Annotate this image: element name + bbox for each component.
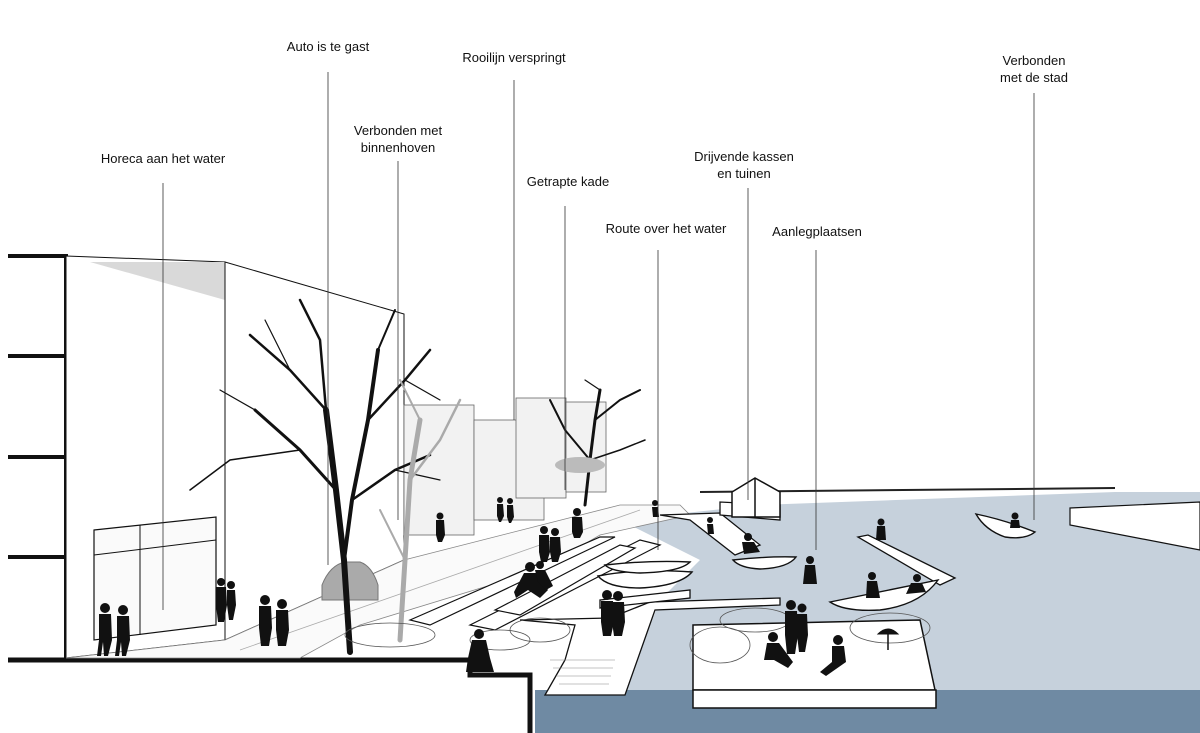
person: [507, 498, 514, 523]
tree-mid: [379, 379, 462, 643]
people: [97, 497, 1020, 676]
person: [550, 528, 561, 562]
label-binnenhoven-line2: binnenhoven: [360, 140, 436, 155]
person: [259, 595, 272, 646]
tree-right: [549, 379, 646, 507]
building-left: [8, 254, 405, 659]
greenhouse: [731, 477, 781, 518]
person: [764, 632, 793, 668]
label-aanleg: Aanlegplaatsen: [772, 224, 862, 239]
ground-section: [8, 657, 533, 733]
label-binnenhoven-line1: Verbonden met: [353, 123, 443, 138]
person: [652, 500, 659, 517]
stepped-quay: [408, 536, 662, 631]
person: [572, 508, 583, 538]
person: [115, 605, 130, 656]
label-kassen-line1: Drijvende kassen: [694, 149, 794, 164]
person: [785, 600, 798, 654]
label-binnenhoven: Verbonden met binnenhoven: [354, 122, 442, 156]
label-stad-line1: Verbonden: [1002, 53, 1066, 68]
person: [466, 629, 494, 672]
tree-large: [189, 298, 441, 655]
car: [321, 561, 379, 601]
person: [539, 526, 550, 562]
label-horeca: Horeca aan het water: [100, 151, 226, 166]
label-stad: Verbonden met de stad: [1000, 52, 1068, 86]
label-getrapte-kade: Getrapte kade: [526, 174, 610, 189]
person: [876, 518, 886, 540]
person: [601, 590, 614, 636]
umbrella: [876, 628, 900, 650]
person: [707, 517, 714, 534]
person: [276, 599, 289, 646]
right-quay: [1069, 501, 1200, 551]
person: [803, 556, 817, 584]
floating-garden: [692, 619, 937, 709]
person: [866, 572, 880, 598]
person: [797, 603, 808, 652]
person: [612, 591, 625, 636]
person: [436, 512, 445, 542]
label-stad-line2: met de stad: [1000, 70, 1068, 85]
shrubs: [344, 457, 931, 664]
label-rooilijn: Rooilijn verspringt: [462, 50, 566, 65]
person: [820, 635, 846, 676]
label-route-water: Route over het water: [605, 221, 727, 236]
person: [216, 578, 227, 622]
water-steps: [550, 659, 615, 685]
label-kassen-line2: en tuinen: [717, 166, 771, 181]
person: [906, 574, 926, 594]
label-auto: Auto is te gast: [286, 39, 370, 54]
person: [535, 561, 553, 590]
leader-lines: [162, 72, 1035, 610]
person: [742, 533, 760, 554]
person: [1010, 512, 1020, 528]
person: [227, 581, 236, 620]
label-kassen: Drijvende kassen en tuinen: [694, 148, 794, 182]
person: [497, 497, 504, 522]
person: [97, 603, 112, 656]
